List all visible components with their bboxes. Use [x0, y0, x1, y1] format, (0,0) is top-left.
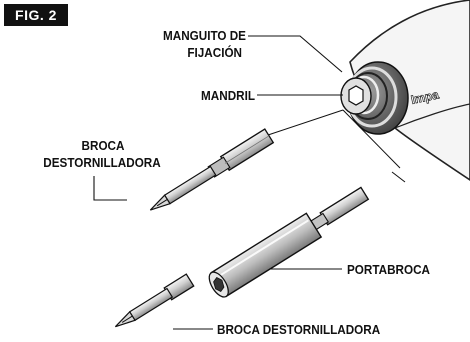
alignment-line-right: [342, 109, 401, 169]
brand-logo: Impa: [410, 87, 441, 107]
label-holder: PORTABROCA: [347, 262, 430, 277]
label-bit-upper-line2: DESTORNILLADORA: [43, 155, 161, 170]
label-bit-lower: BROCA DESTORNILLADORA: [217, 322, 381, 337]
leader-bit-upper: [93, 176, 127, 201]
chuck: [340, 77, 372, 115]
screwdriver-bit-lower: [114, 273, 195, 328]
figure-badge: FIG. 2: [4, 4, 68, 26]
label-bit-upper-line1: BROCA: [81, 138, 125, 153]
label-collar-line2: FIJACIÓN: [187, 45, 242, 60]
tool-housing: Impa: [349, 0, 470, 181]
leader-collar: [248, 35, 343, 73]
bit-holder: [208, 186, 370, 298]
label-collar-line1: MANGUITO DE: [163, 28, 246, 43]
alignment-line-holder: [391, 171, 406, 183]
alignment-line-upper: [267, 109, 344, 136]
label-chuck: MANDRIL: [201, 88, 255, 103]
screwdriver-bit-upper: [149, 128, 275, 211]
